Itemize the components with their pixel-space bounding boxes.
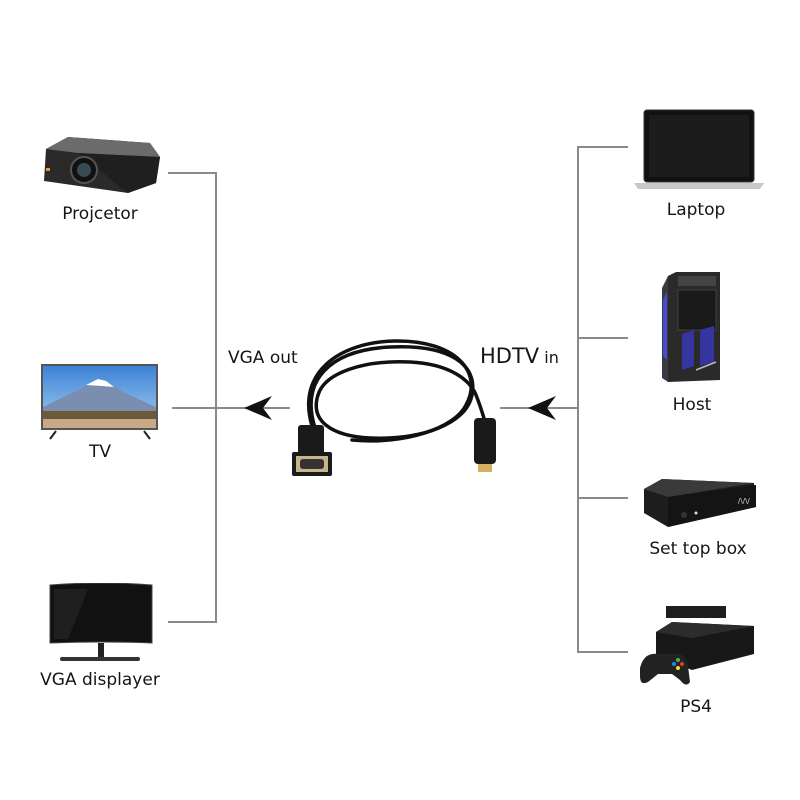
device-label-projector: Projcetor	[62, 204, 138, 224]
left-bracket-line	[168, 172, 217, 623]
tv-device	[40, 363, 160, 441]
projector-icon	[44, 137, 160, 193]
vga-out-label: VGA out	[228, 348, 298, 368]
projector-device	[38, 135, 163, 197]
right-bracket-line	[577, 146, 628, 653]
vga-out-arrow-icon	[244, 396, 272, 420]
tv-icon	[41, 364, 158, 440]
monitor-icon	[49, 583, 153, 661]
game-console-icon	[640, 606, 754, 685]
device-label-ps4: PS4	[680, 697, 712, 717]
hdtv-in-label: HDTV in	[480, 344, 559, 368]
laptop-icon	[634, 109, 764, 189]
hdtv-label: HDTV	[480, 344, 540, 368]
in-label: in	[544, 348, 559, 367]
device-label-laptop: Laptop	[666, 200, 726, 220]
device-label-vga-displayer: VGA displayer	[40, 670, 160, 690]
desktop-tower-icon	[662, 272, 720, 382]
set-top-box-device: /\/\/	[642, 477, 758, 529]
laptop-device	[632, 108, 766, 190]
device-label-set-top-box: Set top box	[649, 539, 747, 559]
svg-text:/\/\/: /\/\/	[738, 497, 750, 505]
hdtv-in-arrow-icon	[528, 396, 556, 420]
device-label-host: Host	[672, 395, 712, 415]
host-device	[660, 270, 724, 385]
set-top-box-icon: /\/\/	[644, 479, 756, 527]
device-label-tv: TV	[88, 442, 111, 462]
monitor-device	[48, 583, 154, 663]
game-console-device	[636, 604, 760, 690]
